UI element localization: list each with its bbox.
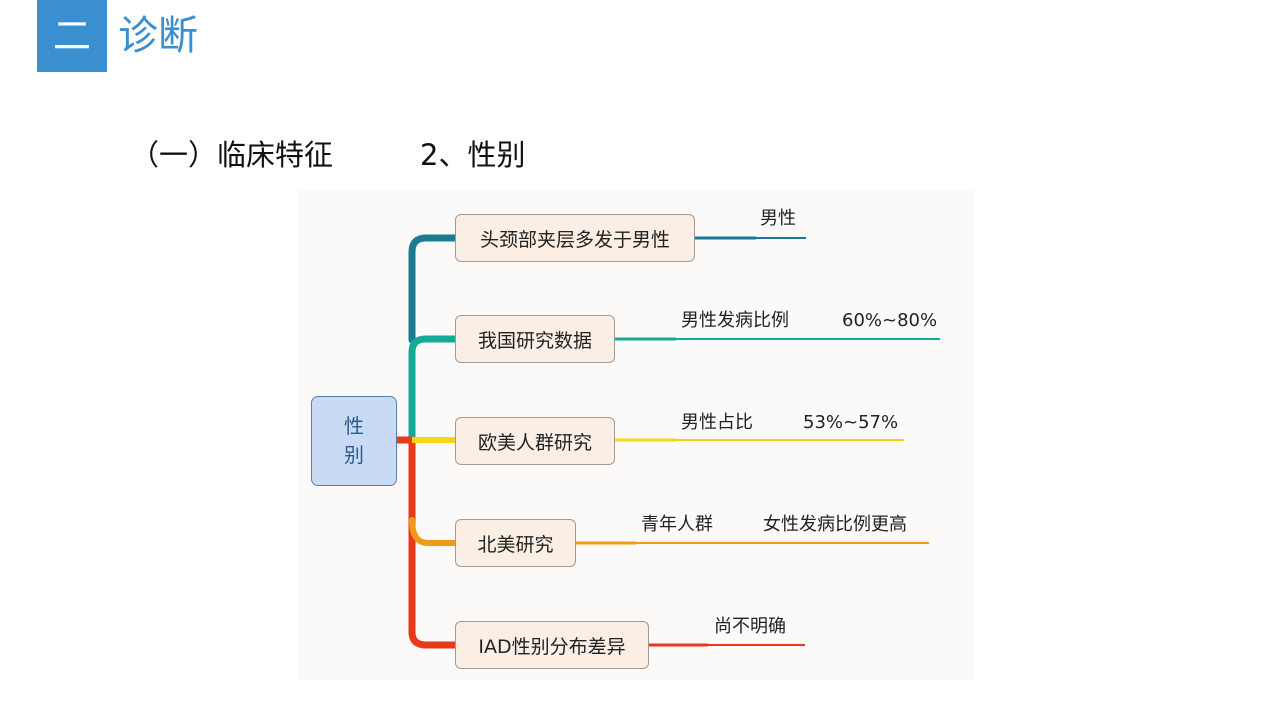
subheading-clinical-features: （一）临床特征 (130, 138, 334, 172)
branch-node-head-neck: 头颈部夹层多发于男性 (455, 214, 695, 262)
label-female-higher: 女性发病比例更高 (763, 514, 907, 535)
section-number-badge: 二 (37, 0, 107, 72)
label-range-60-80: 60%~80% (842, 310, 938, 331)
trunk-segment-1 (408, 234, 460, 344)
branch-node-iad: IAD性别分布差异 (455, 621, 649, 669)
trunk-segment-4 (409, 517, 459, 546)
trunk-segment-2 (408, 335, 460, 444)
subheading-gender: 2、性别 (420, 138, 526, 172)
trunk-segment-5 (408, 436, 460, 649)
label-range-53-57: 53%~57% (803, 412, 899, 433)
root-label: 性别 (344, 414, 364, 467)
branch-node-china-data: 我国研究数据 (455, 315, 615, 363)
label-male-share: 男性占比 (681, 412, 753, 433)
mindmap-root-node: 性别 (311, 396, 397, 486)
branch-node-euro-american: 欧美人群研究 (455, 417, 615, 465)
label-male: 男性 (760, 208, 796, 229)
section-title: 诊断 (118, 13, 198, 59)
label-young-population: 青年人群 (641, 514, 713, 535)
branch-node-north-america: 北美研究 (455, 519, 576, 567)
label-male-incidence: 男性发病比例 (681, 310, 789, 331)
label-unclear: 尚不明确 (714, 616, 786, 637)
